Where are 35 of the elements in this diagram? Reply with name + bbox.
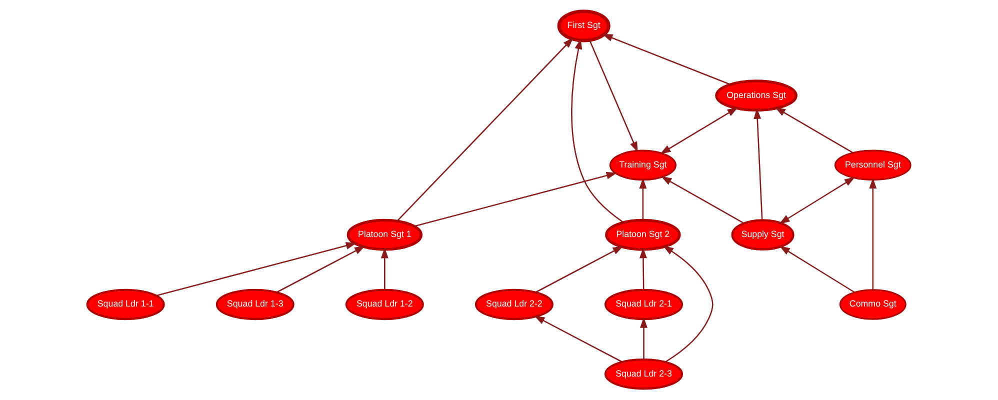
arrow <box>754 108 763 220</box>
node-ellipse: Commo Sgt <box>839 289 906 320</box>
node-ellipse: Platoon Sgt 1 <box>346 218 423 251</box>
arrow <box>639 248 647 290</box>
node-ellipse: Squad Ldr 2-2 <box>474 288 554 320</box>
node-ellipse: Squad Ldr 1-3 <box>216 288 294 320</box>
node-ellipse: Squad Ldr 1-1 <box>86 288 165 320</box>
arrow <box>660 107 738 154</box>
node-ellipse: Operations Sgt <box>715 80 798 112</box>
arrow <box>660 176 744 224</box>
arrow <box>662 246 714 363</box>
arrow <box>414 172 618 227</box>
arrow <box>535 246 624 293</box>
node-ellipse: First Sgt <box>557 10 610 42</box>
arrow <box>571 38 624 223</box>
arrow <box>869 178 877 290</box>
node-ellipse: Training Sgt <box>609 150 676 181</box>
node-ellipse: Squad Ldr 1-2 <box>345 288 424 320</box>
arrow <box>380 248 388 290</box>
arrow <box>396 38 574 222</box>
arrow <box>639 178 647 220</box>
arrow <box>779 176 856 224</box>
arrow <box>779 246 855 293</box>
arrow <box>276 246 366 293</box>
arrow <box>534 316 622 362</box>
node-ellipse: Squad Ldr 2-1 <box>604 288 684 320</box>
node-ellipse: Squad Ldr 2-3 <box>604 358 684 390</box>
arrow <box>640 317 648 360</box>
arrow <box>774 107 854 154</box>
node-ellipse: Personnel Sgt <box>834 150 912 181</box>
arrow <box>589 40 638 152</box>
node-ellipse: Platoon Sgt 2 <box>605 218 681 251</box>
arrow <box>156 242 357 296</box>
arrow <box>602 34 730 86</box>
node-ellipse: Supply Sgt <box>731 219 794 251</box>
